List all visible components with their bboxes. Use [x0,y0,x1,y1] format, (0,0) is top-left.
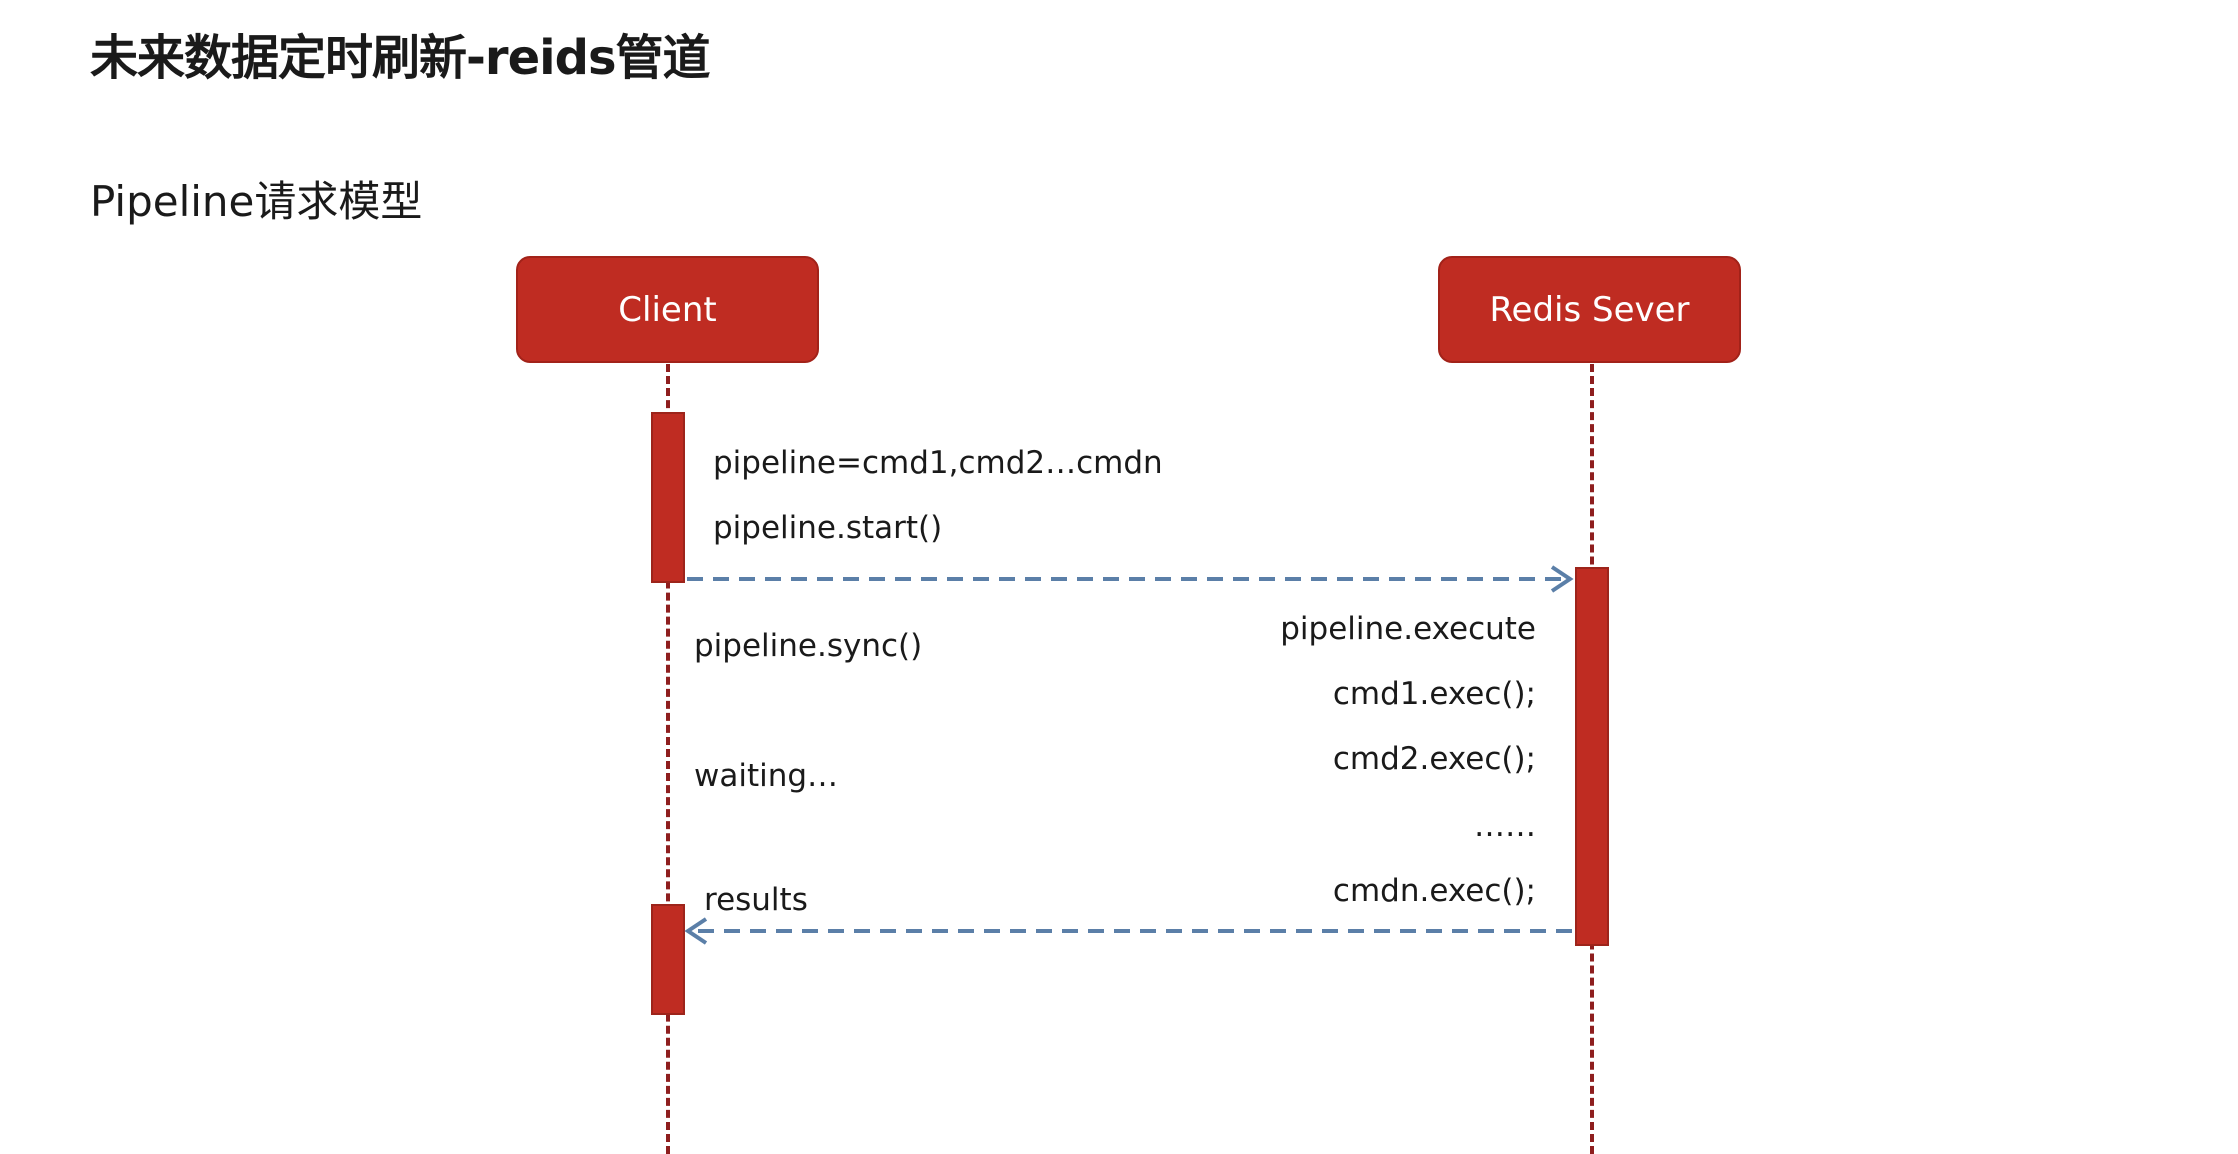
server-actor-label: Redis Sever [1489,289,1690,330]
server-activation [1575,567,1609,946]
client-waiting-label: waiting… [694,758,839,794]
response-arrowhead [684,917,708,945]
client-activation-start [651,412,685,583]
server-cmd1-label: cmd1.exec(); [1332,676,1536,712]
page-title: 未来数据定时刷新-reids管道 [90,30,711,86]
server-ellipsis-label: …… [1474,808,1536,844]
client-prep-label-1: pipeline=cmd1,cmd2…cmdn [713,445,1163,481]
client-actor: Client [516,256,819,363]
client-sync-label: pipeline.sync() [694,628,923,664]
client-actor-label: Client [618,289,717,330]
request-arrowhead [1550,565,1574,593]
server-execute-label: pipeline.execute [1280,611,1536,647]
client-lifeline [666,364,670,1154]
client-results-label: results [704,882,808,918]
client-activation-end [651,904,685,1015]
server-cmdn-label: cmdn.exec(); [1332,873,1536,909]
client-prep-label-2: pipeline.start() [713,510,943,546]
page-subtitle: Pipeline请求模型 [90,177,423,226]
server-actor: Redis Sever [1438,256,1741,363]
server-cmd2-label: cmd2.exec(); [1332,741,1536,777]
